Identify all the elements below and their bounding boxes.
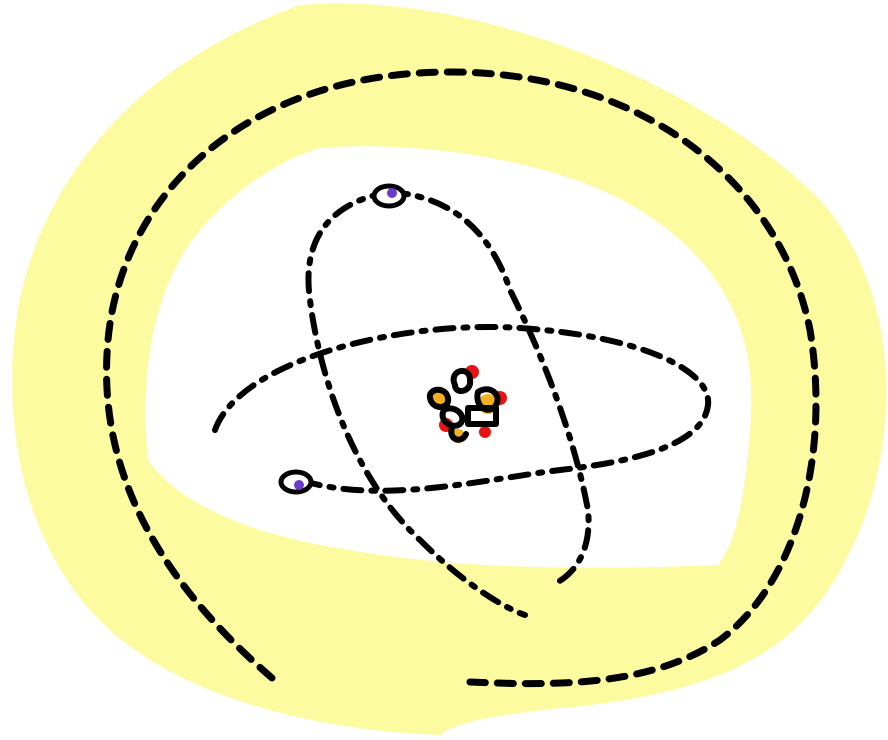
electron-bottom xyxy=(281,472,311,492)
orbit-horizontal xyxy=(215,327,708,491)
proton-particle xyxy=(479,426,491,438)
halo-ring xyxy=(12,3,886,735)
electron-top xyxy=(374,186,404,206)
electron-particle xyxy=(294,480,304,490)
electron-particle xyxy=(387,188,397,198)
nucleus xyxy=(429,365,507,443)
